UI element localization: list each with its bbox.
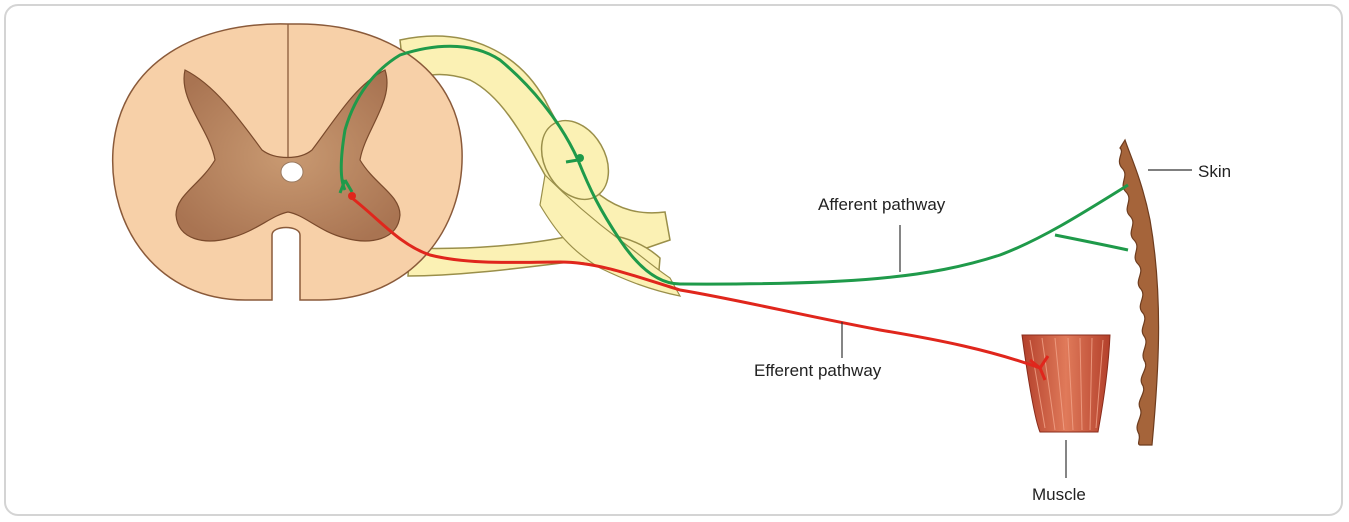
ganglion-dot (576, 154, 584, 162)
skin-label: Skin (1198, 162, 1231, 181)
motor-neuron-dot (348, 192, 356, 200)
muscle-label: Muscle (1032, 485, 1086, 504)
muscle (1022, 335, 1110, 478)
spinal-cord (113, 24, 462, 300)
central-canal (281, 162, 303, 182)
efferent-pathway (352, 198, 1048, 380)
afferent-branch (1055, 235, 1128, 250)
afferent-label: Afferent pathway (818, 195, 946, 214)
efferent-label: Efferent pathway (754, 361, 882, 380)
skin (1119, 140, 1192, 445)
